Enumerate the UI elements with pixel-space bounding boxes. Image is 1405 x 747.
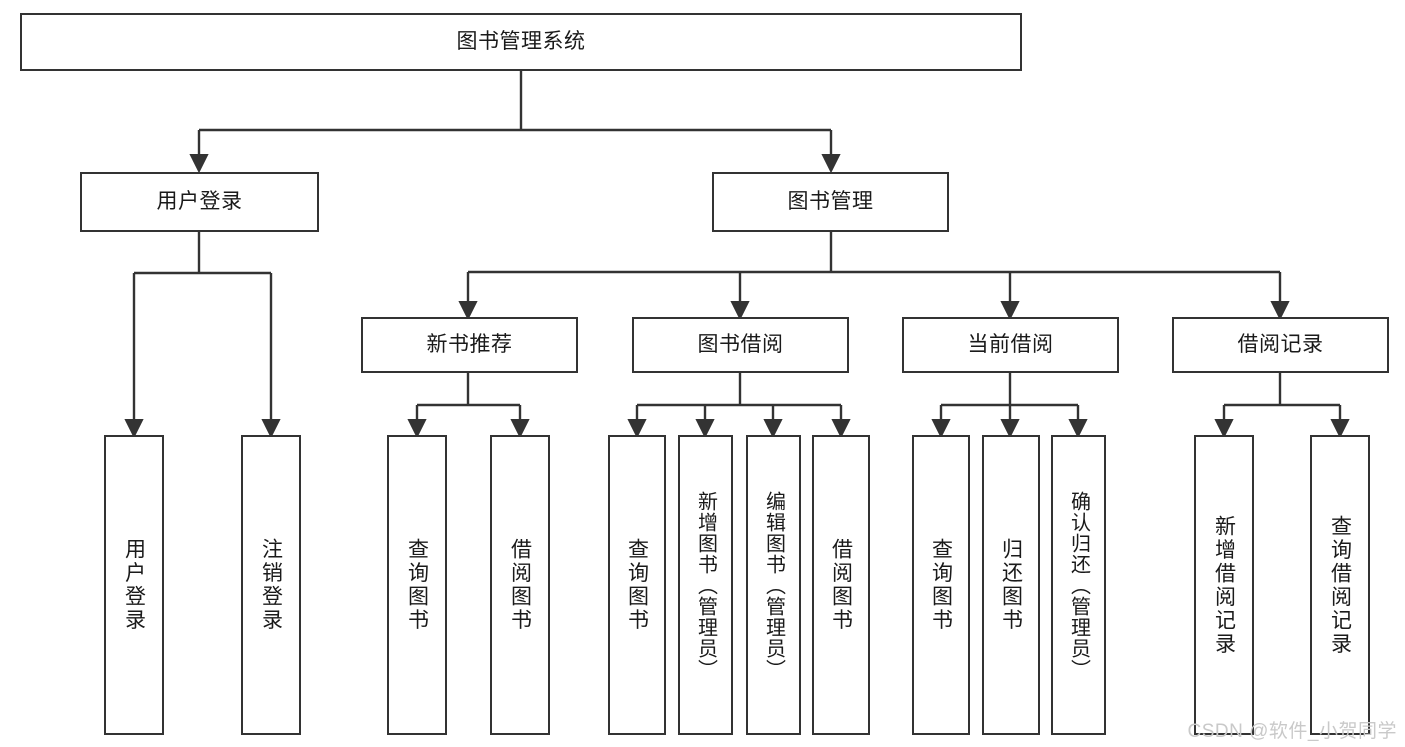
node-leaf-edit-book-label: 编辑图书（管理员） [762,490,785,680]
node-book-management-label: 图书管理 [787,189,874,213]
node-leaf-return-book[interactable]: 归还图书 [982,435,1040,735]
node-leaf-borrow-book-1-label: 借阅图书 [508,538,532,632]
node-leaf-query-book-3[interactable]: 查询图书 [912,435,970,735]
node-user-login[interactable]: 用户登录 [80,172,319,232]
node-leaf-query-book-3-label: 查询图书 [929,538,953,632]
node-leaf-borrow-book-2-label: 借阅图书 [829,538,853,632]
node-leaf-query-book-2[interactable]: 查询图书 [608,435,666,735]
node-leaf-add-book-label: 新增图书（管理员） [694,490,717,680]
node-leaf-confirm-return[interactable]: 确认归还（管理员） [1051,435,1106,735]
node-leaf-return-book-label: 归还图书 [999,538,1023,632]
node-leaf-query-record[interactable]: 查询借阅记录 [1310,435,1370,735]
node-leaf-confirm-return-label: 确认归还（管理员） [1067,490,1090,680]
node-leaf-user-login-label: 用户登录 [122,538,146,632]
node-leaf-edit-book[interactable]: 编辑图书（管理员） [746,435,801,735]
node-leaf-add-record-label: 新增借阅记录 [1212,514,1236,656]
node-current-borrow[interactable]: 当前借阅 [902,317,1119,373]
node-book-management[interactable]: 图书管理 [712,172,949,232]
node-leaf-query-record-label: 查询借阅记录 [1328,514,1352,656]
node-borrow-record[interactable]: 借阅记录 [1172,317,1389,373]
node-leaf-borrow-book-1[interactable]: 借阅图书 [490,435,550,735]
node-new-book-recommend-label: 新书推荐 [426,332,513,356]
node-leaf-add-book[interactable]: 新增图书（管理员） [678,435,733,735]
node-book-borrow-label: 图书借阅 [697,332,784,356]
node-leaf-query-book-2-label: 查询图书 [625,538,649,632]
node-new-book-recommend[interactable]: 新书推荐 [361,317,578,373]
node-leaf-query-book-1[interactable]: 查询图书 [387,435,447,735]
node-root[interactable]: 图书管理系统 [20,13,1022,71]
node-leaf-user-login[interactable]: 用户登录 [104,435,164,735]
node-leaf-add-record[interactable]: 新增借阅记录 [1194,435,1254,735]
node-leaf-logout-label: 注销登录 [259,538,283,632]
node-leaf-borrow-book-2[interactable]: 借阅图书 [812,435,870,735]
node-book-borrow[interactable]: 图书借阅 [632,317,849,373]
node-leaf-logout[interactable]: 注销登录 [241,435,301,735]
node-current-borrow-label: 当前借阅 [967,332,1054,356]
node-user-login-label: 用户登录 [156,189,243,213]
node-root-label: 图书管理系统 [456,29,586,53]
node-leaf-query-book-1-label: 查询图书 [405,538,429,632]
node-borrow-record-label: 借阅记录 [1237,332,1324,356]
